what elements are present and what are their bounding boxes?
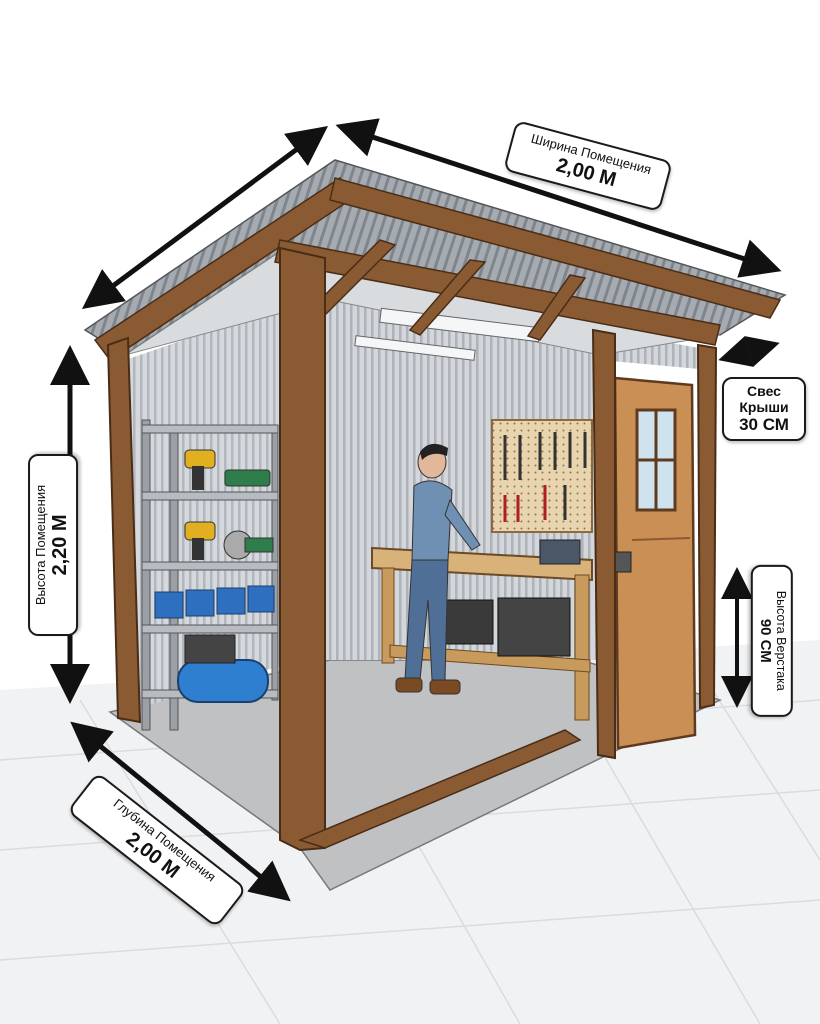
height-label: Высота Помещения 2,20 М	[28, 453, 78, 636]
bench-height-caption: Высота Верстака	[773, 590, 788, 691]
air-compressor	[177, 634, 269, 703]
width-arrow	[335, 118, 782, 278]
shed-door	[613, 376, 697, 750]
worker-figure	[395, 443, 481, 695]
overhang-value: 30 СМ	[739, 415, 789, 435]
overhang-caption: Свес Крыши	[739, 383, 789, 416]
bench-height-label: Высота Верстака 90 СМ	[751, 564, 793, 717]
hanging-tools	[503, 432, 587, 522]
depth-top-arrow	[81, 126, 329, 309]
ceiling-light	[354, 335, 476, 361]
power-tools	[184, 449, 274, 560]
height-caption: Высота Помещения	[33, 484, 49, 606]
metal-shelving	[141, 419, 279, 731]
overhang-label: Свес Крыши 30 СМ	[722, 377, 806, 441]
height-value: 2,20 М	[48, 514, 71, 576]
pegboard	[491, 419, 593, 533]
depth-arrow	[70, 721, 291, 902]
bench-height-value: 90 СМ	[756, 618, 774, 663]
wooden-posts	[106, 246, 718, 852]
overhang-arrow	[718, 336, 780, 367]
floor-sill	[297, 729, 582, 849]
storage-bins	[154, 585, 275, 619]
